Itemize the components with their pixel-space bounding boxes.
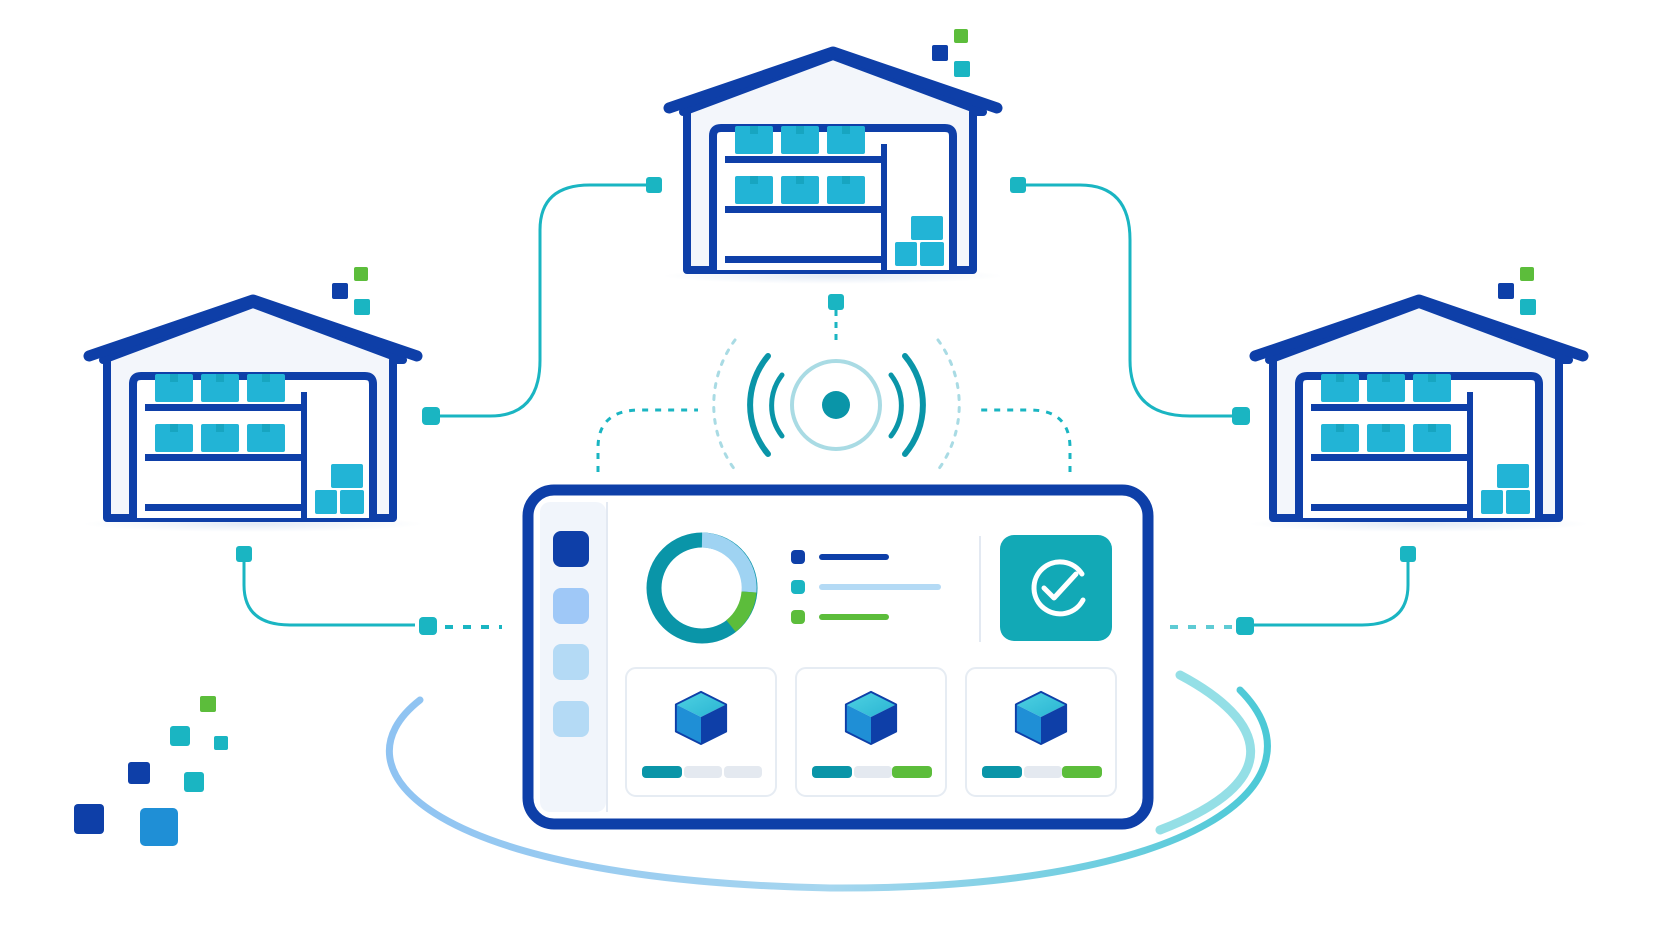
- connection-lines: [242, 183, 1410, 629]
- warehouse-left: [83, 300, 423, 532]
- warehouse-right: [1249, 300, 1589, 532]
- warehouse-icon: [1249, 300, 1589, 532]
- package-cube-icon: [844, 690, 898, 746]
- sidebar-item[interactable]: [553, 701, 589, 737]
- sidebar-item[interactable]: [553, 588, 589, 624]
- stock-bar: [812, 766, 852, 778]
- sidebar-item[interactable]: [553, 644, 589, 680]
- package-cube-icon: [1014, 690, 1068, 746]
- connector-nodes: [236, 177, 1416, 635]
- dashboard-sidebar: [553, 531, 589, 737]
- stock-bar: [982, 766, 1022, 778]
- warehouse-icon: [663, 52, 1003, 284]
- warehouse-top: [663, 52, 1003, 284]
- wireless-signal-icon: [712, 338, 961, 472]
- inventory-card[interactable]: [795, 667, 947, 797]
- status-tile[interactable]: [1000, 535, 1112, 641]
- chart-legend: [791, 550, 941, 624]
- inventory-card[interactable]: [965, 667, 1117, 797]
- pixel-decoration: [74, 29, 1536, 846]
- dashboard-screen: [522, 484, 1154, 830]
- sidebar-item-active[interactable]: [553, 531, 589, 567]
- inventory-card[interactable]: [625, 667, 777, 797]
- warehouse-icon: [83, 300, 423, 532]
- checkmark-icon: [1031, 559, 1086, 617]
- stock-bar: [642, 766, 682, 778]
- package-cube-icon: [674, 690, 728, 746]
- donut-chart: [646, 532, 758, 644]
- platform-ring: [385, 670, 1271, 892]
